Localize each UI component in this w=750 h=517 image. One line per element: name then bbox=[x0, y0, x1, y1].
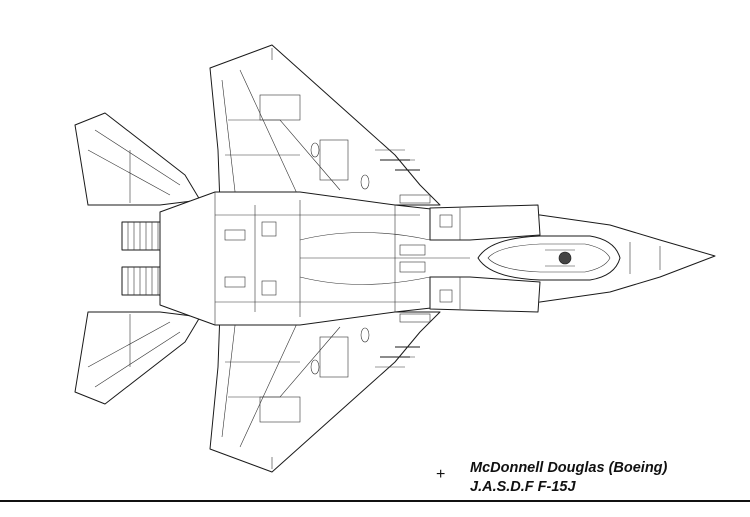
baseline-rule bbox=[0, 500, 750, 502]
caption-block: McDonnell Douglas (Boeing) J.A.S.D.F F-1… bbox=[470, 459, 667, 497]
wing-bottom bbox=[209, 311, 441, 473]
intake-top bbox=[429, 204, 541, 241]
canopy bbox=[477, 235, 621, 281]
intakes bbox=[429, 204, 541, 313]
fuselage bbox=[159, 191, 716, 326]
engine-nozzles bbox=[121, 221, 163, 296]
caption-model: J.A.S.D.F F-15J bbox=[470, 479, 576, 495]
caption-manufacturer: McDonnell Douglas (Boeing) bbox=[470, 460, 668, 476]
cockpit bbox=[477, 235, 661, 281]
intake-bottom bbox=[429, 276, 541, 313]
pilot-seat-icon bbox=[558, 251, 572, 265]
stabilizers bbox=[74, 112, 201, 405]
stabilizer-bottom bbox=[74, 311, 201, 405]
fuselage-body bbox=[159, 191, 716, 326]
stabilizer-top bbox=[74, 112, 201, 206]
pylons bbox=[380, 159, 431, 358]
nozzle-top bbox=[121, 221, 163, 251]
nozzle-bottom bbox=[121, 266, 163, 296]
reference-marker: + bbox=[436, 466, 446, 483]
wing-top bbox=[209, 44, 441, 206]
